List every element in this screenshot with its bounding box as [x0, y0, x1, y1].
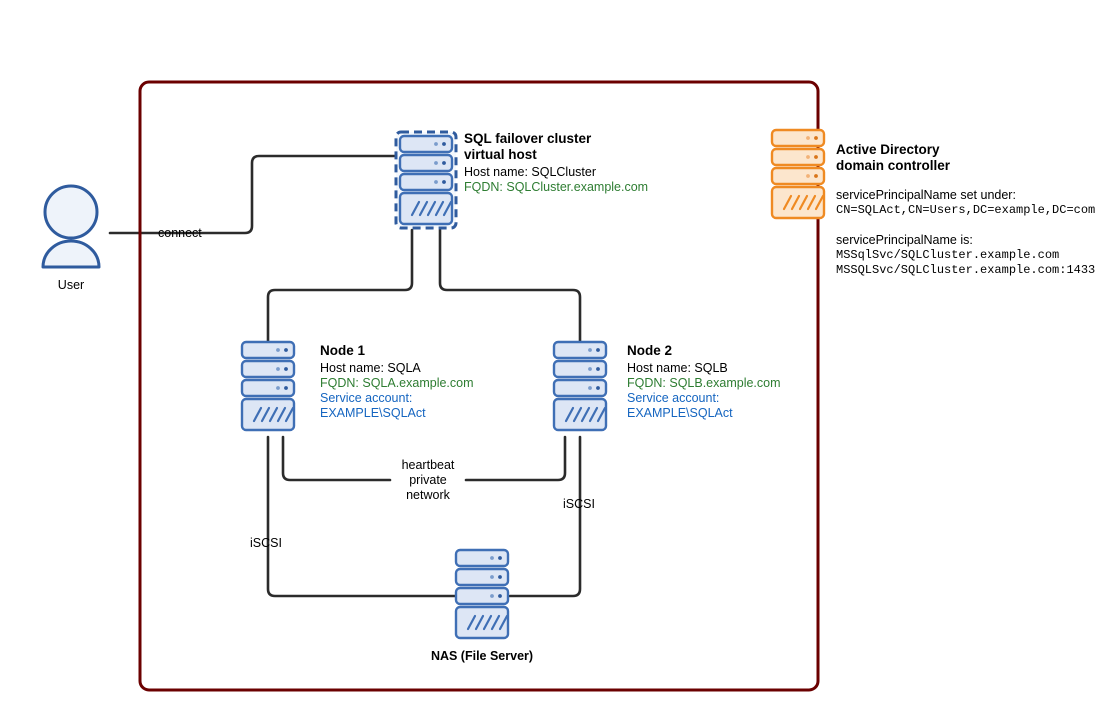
- active-directory-spn-is-label: servicePrincipalName is:: [836, 233, 973, 247]
- edge-cluster-to-node2: [438, 228, 582, 350]
- virtual-host-dashed-frame: [394, 130, 458, 230]
- nas-caption: NAS (File Server): [430, 649, 534, 663]
- active-directory-spn-value-2: MSSQLSvc/SQLCluster.example.com:1433: [836, 263, 1096, 277]
- edge-label-iscsi-left: iSCSI: [250, 536, 282, 550]
- node2-service-account-label: Service account:: [627, 391, 720, 405]
- virtual-host-title-line2: virtual host: [464, 147, 537, 162]
- edge-label-iscsi-right: iSCSI: [563, 497, 595, 511]
- user-person-icon: [41, 184, 101, 269]
- edge-label-heartbeat-line3: network: [406, 488, 450, 502]
- active-directory-title-line2: domain controller: [836, 158, 951, 173]
- active-directory-spn-value-1: MSSqlSvc/SQLCluster.example.com: [836, 248, 1060, 262]
- edge-label-connect: connect: [158, 226, 202, 240]
- edge-iscsi-node2-nas: [508, 435, 582, 598]
- active-directory-spn-set-under-value: CN=SQLAct,CN=Users,DC=example,DC=com: [836, 203, 1096, 217]
- user-label: User: [57, 278, 85, 292]
- node1-title: Node 1: [320, 343, 366, 358]
- active-directory-spn-set-under-label: servicePrincipalName set under:: [836, 188, 1016, 202]
- node2-server-icon: [552, 340, 608, 432]
- node2-title: Node 2: [627, 343, 673, 358]
- active-directory-title-line1: Active Directory: [836, 142, 940, 157]
- node1-hostname: Host name: SQLA: [320, 361, 421, 375]
- nas-server-icon: [454, 548, 510, 640]
- edge-cluster-to-node1: [266, 228, 414, 350]
- active-directory-server-icon: [770, 128, 826, 220]
- virtual-host-hostname: Host name: SQLCluster: [464, 165, 596, 179]
- virtual-host-fqdn: FQDN: SQLCluster.example.com: [464, 180, 649, 194]
- node1-service-account-label: Service account:: [320, 391, 413, 405]
- node1-fqdn: FQDN: SQLA.example.com: [320, 376, 474, 390]
- node2-service-account-value: EXAMPLE\SQLAct: [627, 406, 733, 420]
- edge-label-heartbeat-line2: private: [409, 473, 447, 487]
- node1-server-icon: [240, 340, 296, 432]
- edge-user-to-cluster: [108, 154, 400, 235]
- virtual-host-server-icon: [398, 134, 454, 226]
- node2-hostname: Host name: SQLB: [627, 361, 728, 375]
- edge-heartbeat-private-network: [281, 435, 392, 482]
- node2-fqdn: FQDN: SQLB.example.com: [627, 376, 781, 390]
- virtual-host-title-line1: SQL failover cluster: [464, 131, 592, 146]
- edge-label-heartbeat-line1: heartbeat: [401, 458, 455, 472]
- node1-service-account-value: EXAMPLE\SQLAct: [320, 406, 426, 420]
